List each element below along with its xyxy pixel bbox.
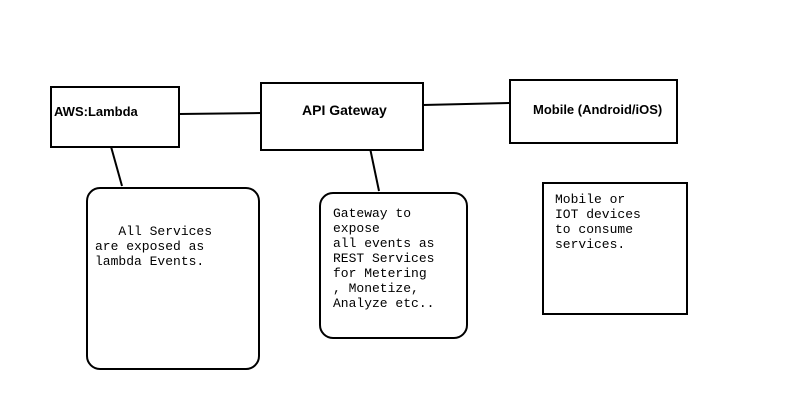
mobile-note-text: Mobile or IOT devices to consume service… <box>555 192 641 252</box>
mobile-node-label: Mobile (Android/iOS) <box>533 102 663 117</box>
connector-gateway-mobile <box>422 102 511 106</box>
lambda-node[interactable]: AWS:Lambda <box>50 86 180 148</box>
connector-lambda-note <box>109 142 123 187</box>
mobile-node[interactable]: Mobile (Android/iOS) <box>509 79 678 144</box>
mobile-note[interactable]: Mobile or IOT devices to consume service… <box>542 182 688 315</box>
gateway-node[interactable]: API Gateway <box>260 82 424 151</box>
gateway-note[interactable]: Gateway to expose all events as REST Ser… <box>319 192 468 339</box>
lambda-note[interactable]: All Services are exposed as lambda Event… <box>86 187 260 370</box>
gateway-note-text: Gateway to expose all events as REST Ser… <box>333 206 435 311</box>
lambda-note-text: All Services are exposed as lambda Event… <box>95 224 213 269</box>
connector-gateway-note <box>369 147 380 192</box>
lambda-node-label: AWS:Lambda <box>54 104 138 119</box>
gateway-node-label: API Gateway <box>302 102 387 118</box>
connector-lambda-gateway <box>178 112 262 115</box>
